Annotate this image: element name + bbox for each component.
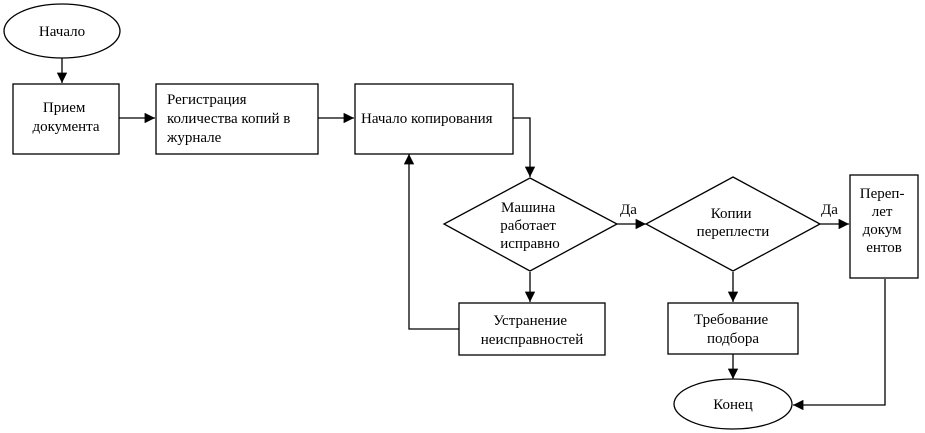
edge-bind-end xyxy=(793,279,886,411)
node-copies-bind: Копии переплести xyxy=(644,176,822,272)
node-bind-docs-label: Переп- лет докум ентов xyxy=(860,186,908,256)
node-bind-docs: Переп- лет докум ентов xyxy=(849,174,919,279)
node-copies-bind-label: Копии переплести xyxy=(697,206,770,240)
connectors xyxy=(56,58,886,411)
node-fix: Устранение неисправностей xyxy=(458,302,606,356)
node-receive-label: Прием документа xyxy=(32,100,99,135)
node-register: Регистрация количества копий в журнале xyxy=(155,83,319,155)
node-end: Конец xyxy=(673,378,793,430)
node-demand: Требование подбора xyxy=(667,302,799,355)
node-demand-label: Требование подбора xyxy=(694,312,772,347)
node-fix-label: Устранение неисправностей xyxy=(481,313,583,348)
node-start-label: Начало xyxy=(39,24,85,40)
node-receive: Прием документа xyxy=(12,83,120,155)
node-machine-ok-label: Машина работает исправно xyxy=(500,200,559,252)
edge-fix-copystart xyxy=(403,154,459,330)
node-machine-ok: Машина работает исправно xyxy=(442,177,619,272)
edge-copystart-machine xyxy=(513,117,536,177)
edge-label-yes-1: Да xyxy=(620,202,637,218)
node-copy-start-label: Начало копирования xyxy=(361,111,493,127)
node-start: Начало xyxy=(3,3,121,59)
node-copy-start: Начало копирования xyxy=(354,83,514,155)
edge-label-yes-2: Да xyxy=(821,202,838,218)
node-end-label: Конец xyxy=(713,397,752,413)
node-register-label: Регистрация количества копий в журнале xyxy=(166,92,294,146)
